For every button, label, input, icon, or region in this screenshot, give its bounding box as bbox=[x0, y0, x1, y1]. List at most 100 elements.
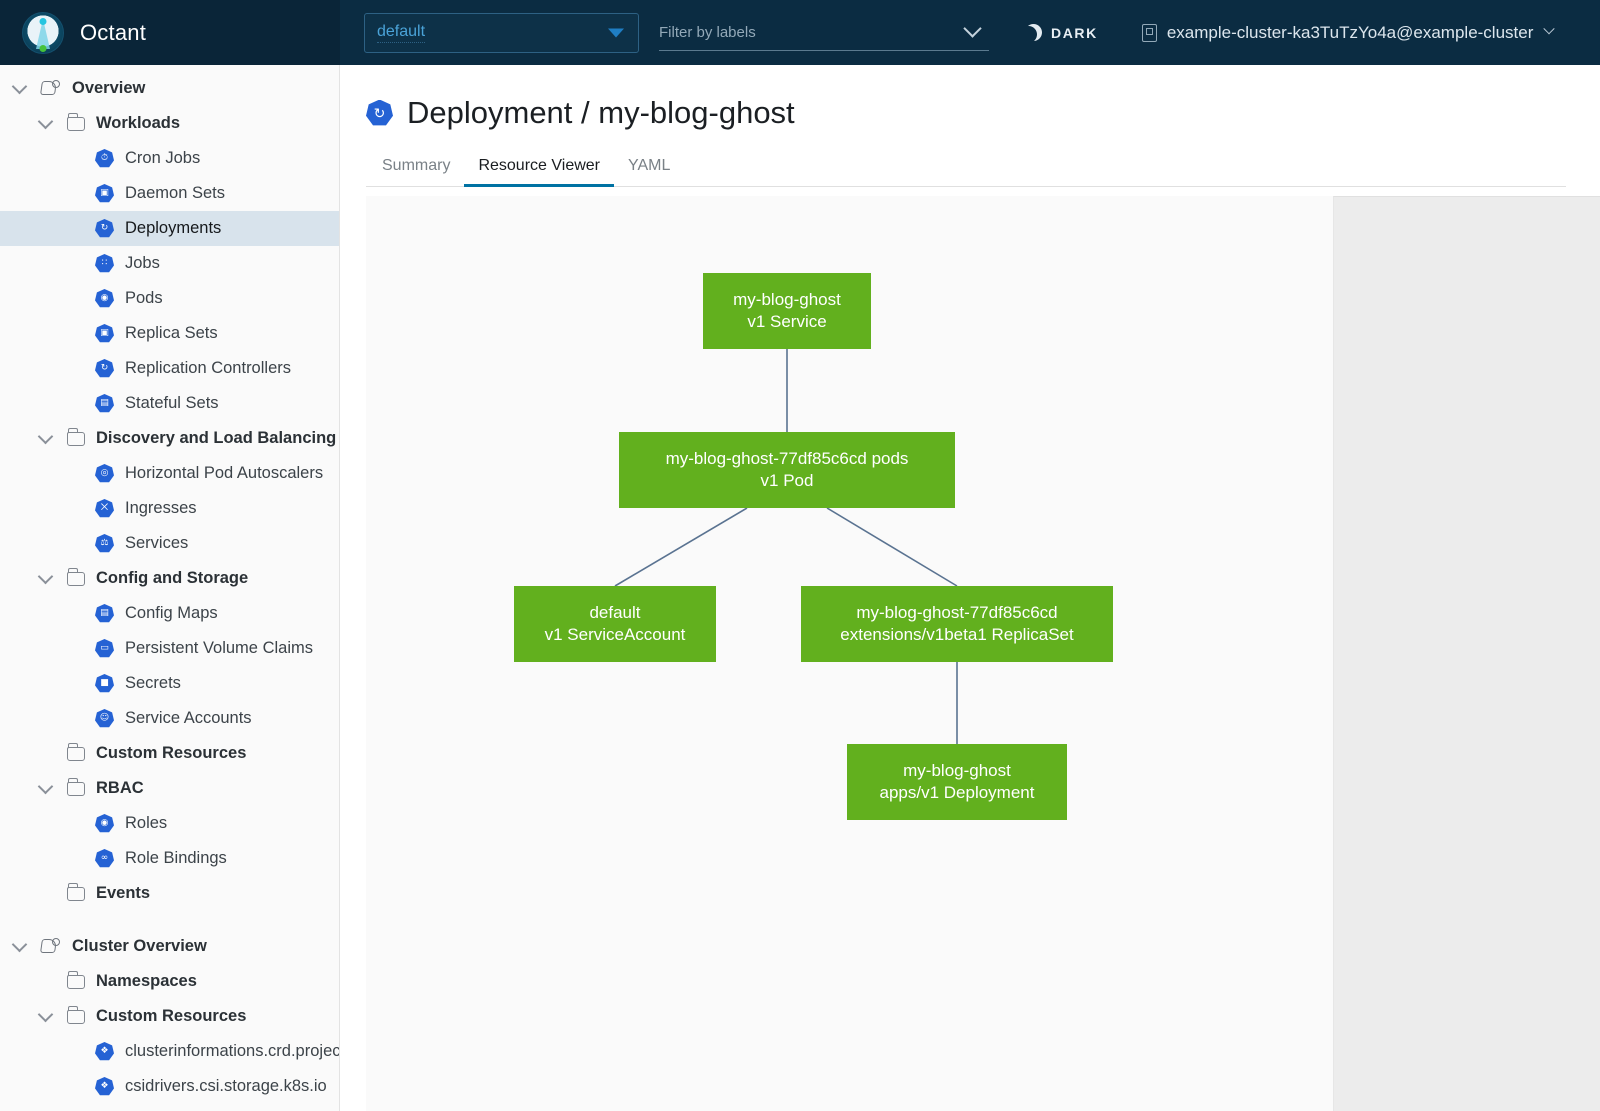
expand-caret-slot[interactable] bbox=[34, 568, 56, 585]
expand-caret-slot[interactable] bbox=[34, 113, 56, 130]
sidebar-item-label: Stateful Sets bbox=[125, 394, 219, 412]
label-filter-placeholder: Filter by labels bbox=[659, 23, 756, 41]
tab-yaml[interactable]: YAML bbox=[628, 157, 671, 174]
tab-summary[interactable]: Summary bbox=[382, 157, 451, 174]
role-bindings-icon: ∞ bbox=[95, 849, 114, 868]
sidebar-item-label: Roles bbox=[125, 814, 168, 832]
folder-icon bbox=[67, 883, 85, 901]
sidebar-item-role-bindings[interactable]: ∞ Role Bindings bbox=[0, 841, 339, 876]
cluster-selector[interactable]: example-cluster-ka3TuTzYo4a@example-clus… bbox=[1141, 23, 1556, 43]
label-filter-input[interactable]: Filter by labels bbox=[659, 15, 989, 51]
jobs-icon: ∷ bbox=[95, 254, 114, 273]
expand-caret-slot[interactable] bbox=[8, 78, 30, 95]
sidebar-item-config-maps[interactable]: ▤Config Maps bbox=[0, 596, 339, 631]
sidebar-item-jobs[interactable]: ∷ Jobs bbox=[0, 246, 339, 281]
sidebar-item-label: Replica Sets bbox=[125, 324, 218, 342]
sidebar-item-clusterinformations-crd-project[interactable]: ❖clusterinformations.crd.project bbox=[0, 1034, 339, 1069]
brand-name: Octant bbox=[80, 19, 147, 45]
sidebar-item-label: Role Bindings bbox=[125, 849, 227, 867]
graph-node-kind: v1 Pod bbox=[760, 471, 814, 490]
sidebar-item-ingresses[interactable]: ⨉Ingresses bbox=[0, 491, 339, 526]
sidebar-item-label: Custom Resources bbox=[96, 1007, 247, 1025]
tab-resource-viewer[interactable]: Resource Viewer bbox=[464, 153, 614, 187]
folder-icon bbox=[67, 778, 85, 796]
sidebar-item-pods[interactable]: ◉Pods bbox=[0, 281, 339, 316]
folder-icon bbox=[67, 743, 85, 761]
tab-bar[interactable]: Summary Resource Viewer YAML bbox=[366, 153, 1566, 187]
sidebar-item-cron-jobs[interactable]: ⏱Cron Jobs bbox=[0, 141, 339, 176]
sidebar-item-replica-sets[interactable]: ▣Replica Sets bbox=[0, 316, 339, 351]
chevron-down-icon[interactable] bbox=[11, 936, 27, 953]
sidebar-item-custom-resources[interactable]: Custom Resources bbox=[0, 736, 339, 771]
expand-caret-slot[interactable] bbox=[34, 1006, 56, 1023]
sidebar-item-label: Custom Resources bbox=[96, 744, 247, 762]
sidebar-item-discovery-and-load-balancing[interactable]: Discovery and Load Balancing bbox=[0, 421, 339, 456]
ingresses-icon: ⨉ bbox=[95, 499, 114, 518]
sidebar-item-replication-controllers[interactable]: ↻Replication Controllers bbox=[0, 351, 339, 386]
sidebar-item-config-and-storage[interactable]: Config and Storage bbox=[0, 561, 339, 596]
secrets-icon: ■ bbox=[95, 674, 114, 693]
chevron-down-icon[interactable] bbox=[37, 113, 53, 130]
sidebar-item-label: Workloads bbox=[96, 114, 181, 132]
chevron-down-icon[interactable] bbox=[37, 428, 53, 445]
sidebar-item-label: clusterinformations.crd.project bbox=[125, 1042, 340, 1060]
sidebar-item-label: Jobs bbox=[125, 254, 160, 272]
sidebar-item-label: Overview bbox=[72, 79, 146, 97]
pods-icon: ◉ bbox=[95, 289, 114, 308]
sidebar-item-label: Secrets bbox=[125, 674, 181, 692]
namespace-value: default bbox=[377, 22, 426, 43]
sidebar-item-label: Services bbox=[125, 534, 189, 552]
sidebar-item-persistent-volume-claims[interactable]: ▭Persistent Volume Claims bbox=[0, 631, 339, 666]
graph-node-name: default bbox=[589, 602, 641, 622]
octant-logo-icon bbox=[22, 11, 64, 54]
sidebar-item-cluster-overview[interactable]: Cluster Overview bbox=[0, 929, 339, 964]
dark-mode-toggle[interactable]: DARK bbox=[1025, 24, 1098, 41]
sidebar-item-daemon-sets[interactable]: ▣Daemon Sets bbox=[0, 176, 339, 211]
sidebar-item-horizontal-pod-autoscalers[interactable]: ◎Horizontal Pod Autoscalers bbox=[0, 456, 339, 491]
page-title-text: Deployment / my-blog-ghost bbox=[407, 95, 795, 130]
sidebar-item-workloads[interactable]: Workloads bbox=[0, 106, 339, 141]
chevron-down-icon[interactable] bbox=[37, 568, 53, 585]
chevron-down-icon[interactable] bbox=[37, 778, 53, 795]
sidebar-item-csidrivers-csi-storage-k8s-io[interactable]: ❖csidrivers.csi.storage.k8s.io bbox=[0, 1069, 339, 1104]
sidebar-item-stateful-sets[interactable]: ▤Stateful Sets bbox=[0, 386, 339, 421]
sidebar-item-label: Replication Controllers bbox=[125, 359, 291, 377]
folder-icon bbox=[67, 1006, 85, 1024]
chevron-down-icon[interactable] bbox=[37, 1006, 53, 1023]
expand-caret-slot[interactable] bbox=[8, 936, 30, 953]
service-accounts-icon: ☺ bbox=[95, 709, 114, 728]
chevron-down-icon[interactable] bbox=[963, 18, 982, 38]
expand-caret-slot[interactable] bbox=[34, 778, 56, 795]
hpa-icon: ◎ bbox=[95, 464, 114, 483]
folder-icon bbox=[67, 568, 85, 586]
namespace-select[interactable]: default bbox=[364, 12, 639, 53]
sidebar-item-deployments[interactable]: ↻Deployments bbox=[0, 211, 339, 246]
folder-icon bbox=[67, 428, 85, 446]
graph-node-pod[interactable]: my-blog-ghost-77df85c6cd pods v1 Pod bbox=[619, 432, 955, 508]
sidebar-item-events[interactable]: Events bbox=[0, 876, 339, 911]
overview-icon bbox=[41, 938, 61, 955]
sidebar-item-services[interactable]: ⚖Services bbox=[0, 526, 339, 561]
folder-icon bbox=[67, 113, 85, 131]
cron-jobs-icon: ⏱ bbox=[95, 149, 114, 168]
sidebar-item-roles[interactable]: ◉Roles bbox=[0, 806, 339, 841]
sidebar-item-secrets[interactable]: ■ Secrets bbox=[0, 666, 339, 701]
sidebar-item-overview[interactable]: Overview bbox=[0, 71, 339, 106]
sidebar-item-service-accounts[interactable]: ☺Service Accounts bbox=[0, 701, 339, 736]
expand-caret-slot[interactable] bbox=[34, 428, 56, 445]
graph-node-name: my-blog-ghost-77df85c6cd pods bbox=[665, 448, 909, 468]
chevron-down-icon[interactable] bbox=[11, 78, 27, 95]
sidebar-item-namespaces[interactable]: Namespaces bbox=[0, 964, 339, 999]
sidebar-item-custom-resources[interactable]: Custom Resources bbox=[0, 999, 339, 1034]
sidebar-item-label: Daemon Sets bbox=[125, 184, 225, 202]
sidebar-item-label: Deployments bbox=[125, 219, 222, 237]
sidebar-item-rbac[interactable]: RBAC bbox=[0, 771, 339, 806]
graph-node-name: my-blog-ghost bbox=[903, 760, 1011, 780]
